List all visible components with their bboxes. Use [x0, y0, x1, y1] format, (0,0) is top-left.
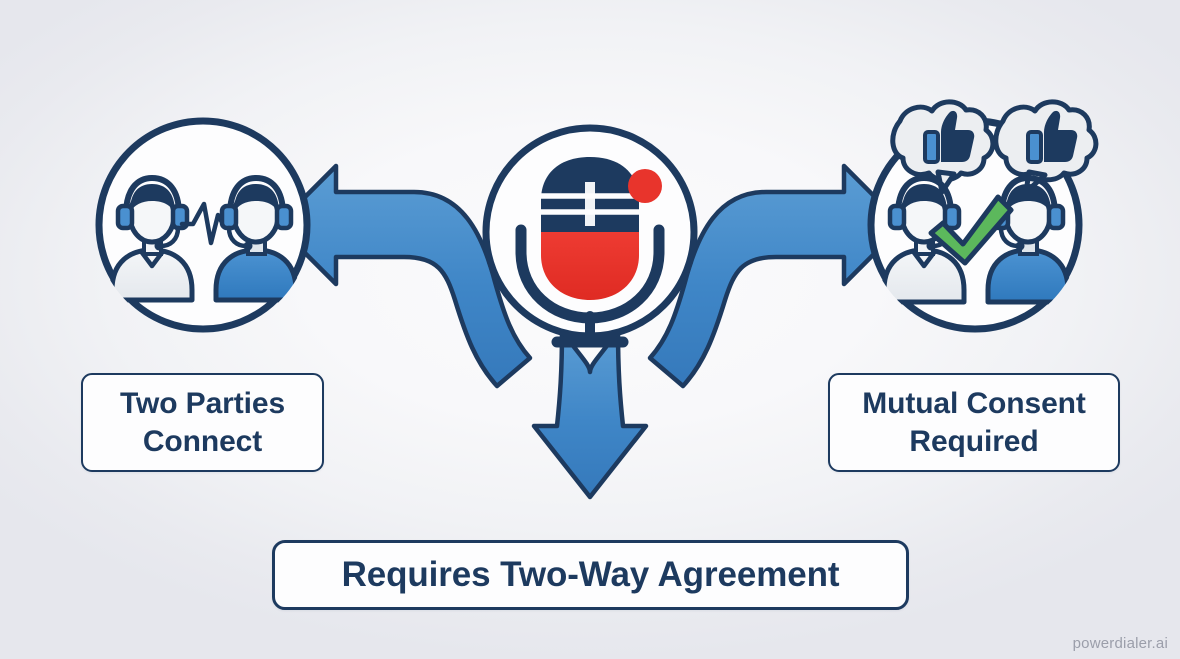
- label-line-1: Mutual Consent: [862, 386, 1086, 420]
- thumbs-up-bubble-right: [993, 99, 1099, 195]
- label-mutual-consent-required[interactable]: Mutual Consent Required: [828, 373, 1120, 472]
- node-left[interactable]: [95, 117, 311, 333]
- thumbs-up-bubble-left: [890, 99, 996, 195]
- node-center[interactable]: [482, 124, 698, 348]
- label-line-2: Required: [909, 424, 1039, 458]
- label-requires-two-way-agreement[interactable]: Requires Two-Way Agreement: [272, 540, 909, 610]
- arrow-to-left: [274, 163, 533, 389]
- microphone-icon: [515, 157, 665, 348]
- arrow-group: [274, 163, 906, 500]
- watermark: powerdialer.ai: [1072, 635, 1168, 652]
- label-line-2: Connect: [142, 424, 263, 458]
- label-two-parties-connect[interactable]: Two Parties Connect: [81, 373, 324, 472]
- check-icon: [928, 194, 1014, 266]
- two-agents-thumbsup-check-icon: [881, 99, 1099, 305]
- record-dot-icon: [628, 169, 662, 203]
- arrow-to-bottom: [531, 327, 649, 500]
- node-right[interactable]: [867, 99, 1099, 333]
- label-line-1: Two Parties: [119, 386, 286, 420]
- label-text: Requires Two-Way Agreement: [341, 554, 840, 594]
- arrow-to-right: [647, 163, 906, 389]
